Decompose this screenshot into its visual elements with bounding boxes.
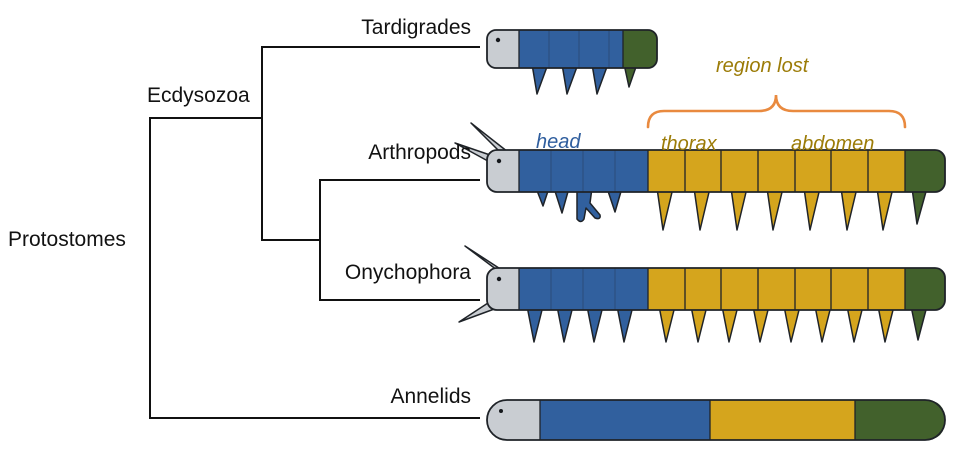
onychophora-head-region xyxy=(519,268,648,310)
onychophora-tail-region xyxy=(905,268,945,310)
onychophora-seams xyxy=(550,268,616,310)
arthropod-dividers xyxy=(518,150,906,192)
eye-dot xyxy=(496,158,502,164)
arthropod-legs xyxy=(535,187,928,231)
annelid-blue-region xyxy=(540,400,710,440)
abdomen-label: abdomen xyxy=(791,133,875,155)
annelid-body-outline xyxy=(486,399,946,441)
tardigrade-blue-region xyxy=(519,30,623,68)
onychophora-body-outline xyxy=(486,267,946,311)
tardigrade-dividers xyxy=(518,30,624,68)
arthropod-trunk-region xyxy=(648,150,905,192)
arthropod-tail-region xyxy=(905,150,945,192)
tardigrades-label: Tardigrades xyxy=(361,16,471,39)
arthropod-head-region xyxy=(519,150,648,192)
tardigrade-tail-region xyxy=(623,30,657,68)
branch-arthropods-onychophora xyxy=(319,179,480,301)
eye-dot xyxy=(495,37,501,43)
eye-dot xyxy=(496,276,502,282)
arthropod-body-outline xyxy=(486,149,946,193)
onychophora-label: Onychophora xyxy=(344,261,471,284)
onychophora-dividers xyxy=(518,268,906,310)
branch-protostomes-annelids xyxy=(149,117,480,419)
tardigrade-illustration xyxy=(486,29,658,95)
onychophora-legs xyxy=(526,305,928,343)
onychophora-trunk-region xyxy=(648,268,905,310)
tardigrade-seams xyxy=(548,30,610,68)
annelid-tail-region xyxy=(855,400,945,440)
annelids-label: Annelids xyxy=(390,385,471,408)
head-label: head xyxy=(536,131,581,153)
arthropods-label: Arthropods xyxy=(368,141,471,164)
protostomes-label: Protostomes xyxy=(8,228,126,251)
annelid-illustration xyxy=(486,399,946,441)
tree-branches xyxy=(149,46,480,419)
region-lost-bracket xyxy=(646,94,907,129)
arthropod-seams xyxy=(550,150,616,192)
tardigrade-body-outline xyxy=(486,29,658,69)
region-lost-label: region lost xyxy=(716,55,809,77)
arthropod-illustration xyxy=(454,122,946,231)
ecdysozoa-label: Ecdysozoa xyxy=(147,84,250,107)
annelid-yellow-region xyxy=(710,400,855,440)
annelid-dividers xyxy=(539,400,856,440)
branch-ecdysozoa-tardigrades xyxy=(261,46,480,241)
thorax-label: thorax xyxy=(661,133,717,155)
onychophora-illustration xyxy=(458,245,946,343)
eye-dot xyxy=(499,409,503,413)
